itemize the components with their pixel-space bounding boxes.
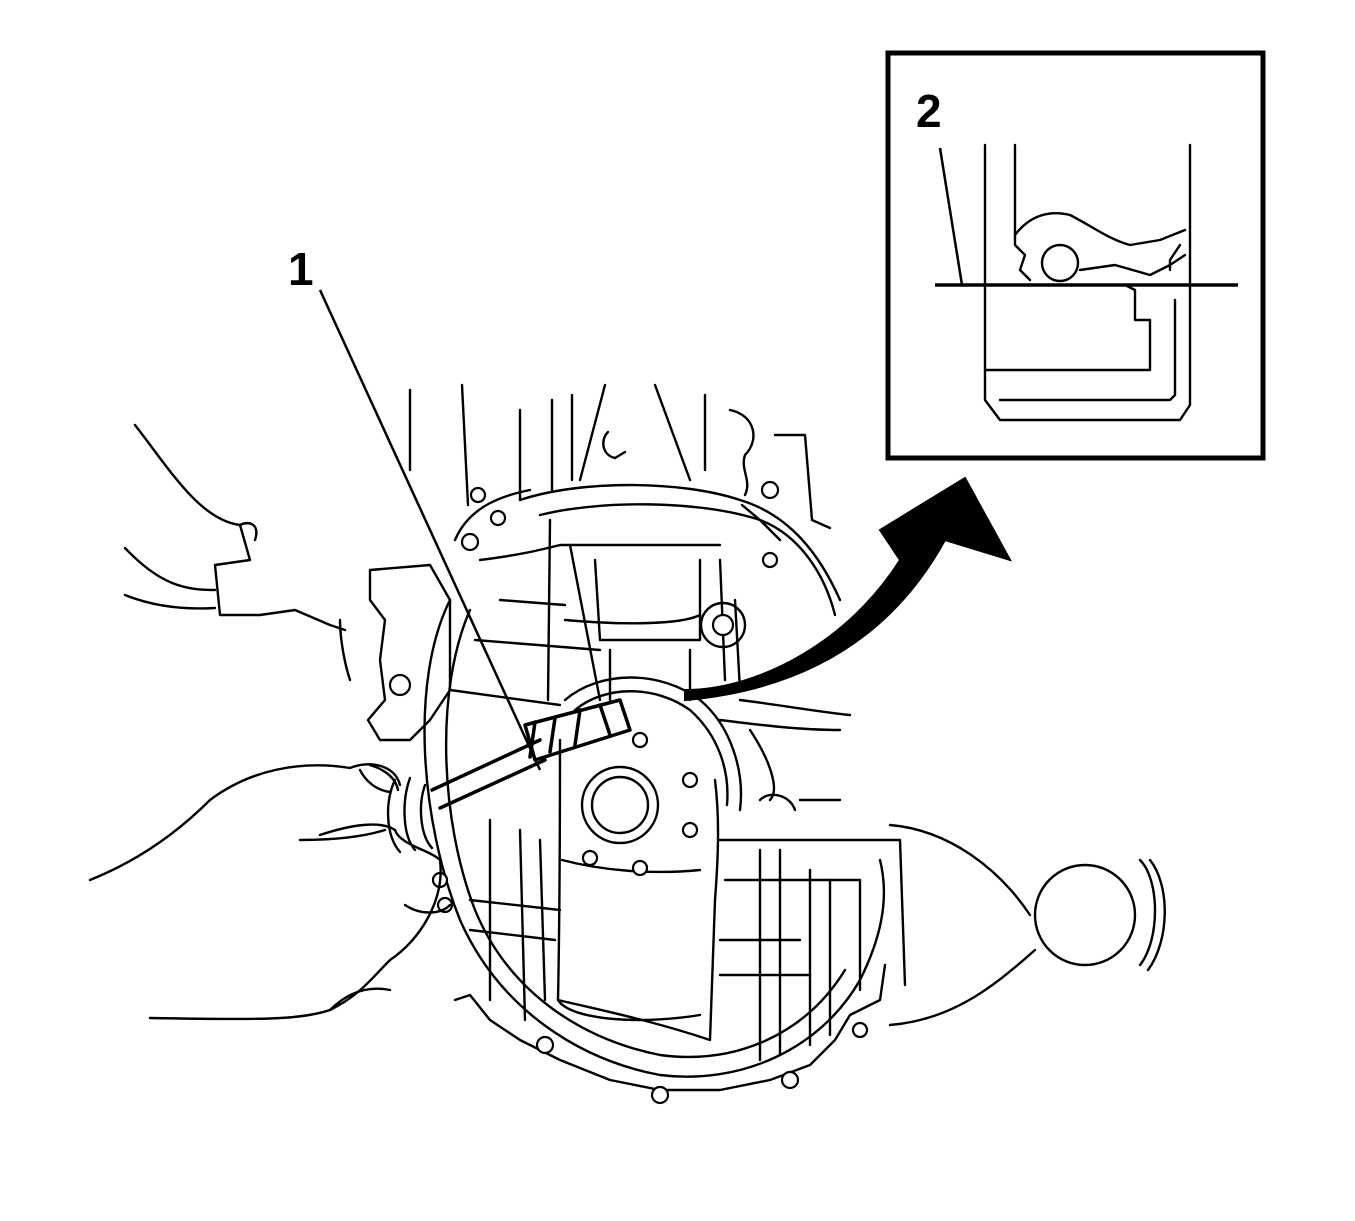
hand-icon (88, 763, 452, 1021)
wiring-harness (123, 423, 347, 632)
engine-block (338, 383, 1166, 1105)
callout-2-leader (938, 147, 964, 286)
seal-detail-inset: 2 (885, 50, 1266, 461)
curved-arrow-icon (684, 476, 1013, 702)
callout-2-label: 2 (916, 85, 942, 137)
callout-1-leader (318, 289, 542, 771)
callout-1-label: 1 (288, 243, 314, 295)
callout-1: 1 (288, 243, 542, 771)
crankshaft-seal-area (556, 676, 743, 1042)
